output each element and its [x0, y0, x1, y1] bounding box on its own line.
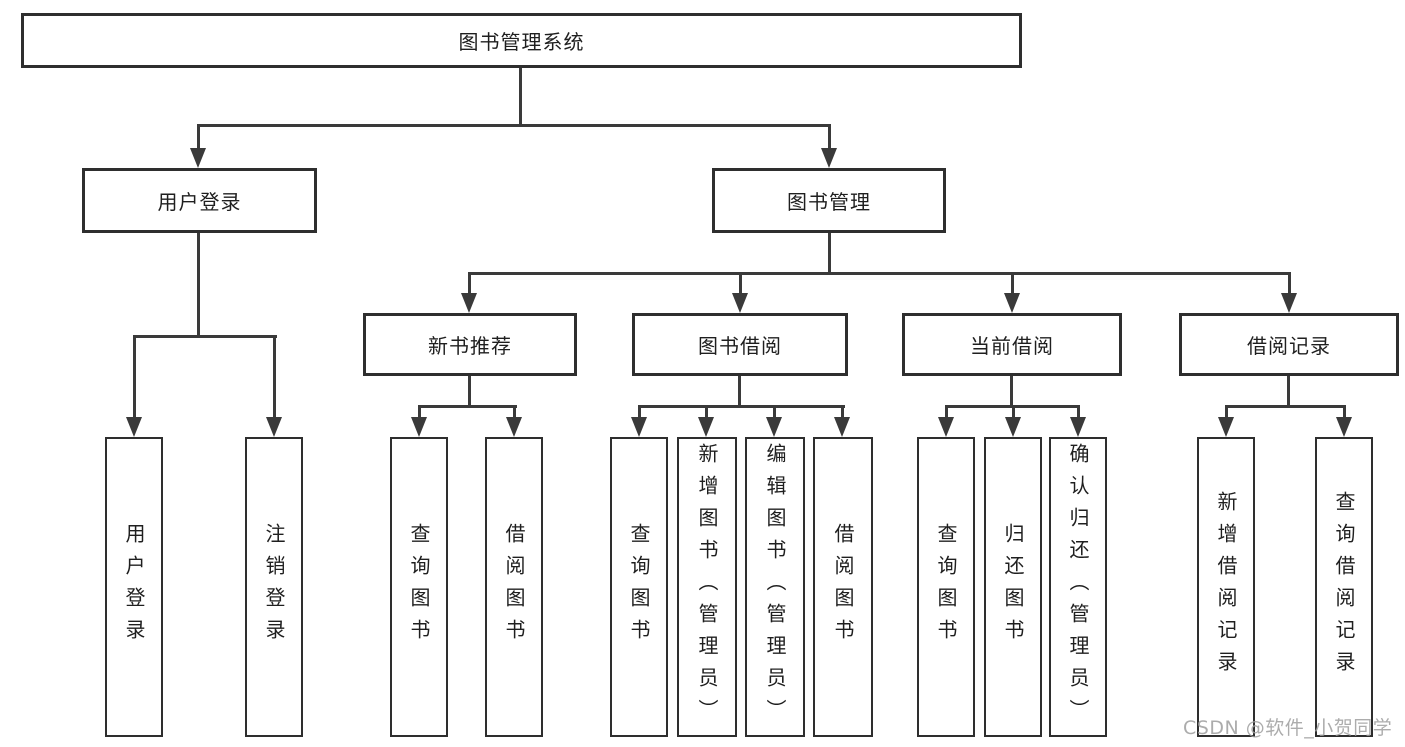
node-borrow-records-label: 借阅记录: [1247, 334, 1331, 358]
leaf-current-confirm-return-admin: 确认归还（管理员）: [1049, 437, 1107, 737]
connector-borrow-hline: [638, 405, 845, 408]
connector-drop-records-query: [1343, 405, 1346, 421]
leaf-borrow-borrow-books-label: 借阅图书: [831, 523, 855, 651]
arrow-down-current-query: [938, 417, 954, 437]
connector-drop-book-borrow: [739, 272, 742, 296]
leaf-current-return-books-label: 归还图书: [1001, 523, 1025, 651]
node-book-borrow-label: 图书借阅: [698, 334, 782, 358]
arrow-down-borrow-edit: [766, 417, 782, 437]
leaf-recommend-borrow-books-label: 借阅图书: [502, 523, 526, 651]
connector-drop-current-query: [945, 405, 948, 421]
leaf-current-return-books: 归还图书: [984, 437, 1042, 737]
arrow-down-book-management: [821, 148, 837, 168]
leaf-current-query-books: 查询图书: [917, 437, 975, 737]
leaf-records-query-record-label: 查询借阅记录: [1332, 491, 1356, 683]
leaf-recommend-borrow-books: 借阅图书: [485, 437, 543, 737]
connector-borrow-stem: [738, 376, 741, 407]
arrow-down-records-query: [1336, 417, 1352, 437]
connector-records-hline: [1225, 405, 1346, 408]
leaf-user-login-label: 用户登录: [122, 523, 146, 651]
arrow-down-new-book-recommend: [461, 293, 477, 313]
connector-level2-hline: [468, 272, 1291, 275]
arrow-down-recommend-borrow: [506, 417, 522, 437]
connector-drop-new-book-recommend: [468, 272, 471, 296]
leaf-borrow-borrow-books: 借阅图书: [813, 437, 873, 737]
connector-drop-leaf-user-login: [133, 335, 136, 419]
connector-drop-user-login: [197, 124, 200, 152]
leaf-borrow-edit-books-admin-label: 编辑图书（管理员）: [763, 443, 787, 731]
leaf-user-login: 用户登录: [105, 437, 163, 737]
arrow-down-user-login: [190, 148, 206, 168]
connector-drop-current-borrow: [1011, 272, 1014, 296]
node-current-borrow: 当前借阅: [902, 313, 1122, 376]
connector-user-group-hline: [133, 335, 277, 338]
node-book-borrow: 图书借阅: [632, 313, 848, 376]
connector-drop-recommend-borrow: [513, 405, 516, 421]
leaf-records-add-record-label: 新增借阅记录: [1214, 491, 1238, 683]
arrow-down-leaf-user-login: [126, 417, 142, 437]
arrow-down-current-borrow: [1004, 293, 1020, 313]
connector-drop-current-confirm: [1077, 405, 1080, 421]
connector-drop-borrow-add: [705, 405, 708, 421]
leaf-recommend-query-books-label: 查询图书: [407, 523, 431, 651]
node-book-management: 图书管理: [712, 168, 946, 233]
connector-drop-borrow-records: [1288, 272, 1291, 296]
arrow-down-recommend-query: [411, 417, 427, 437]
connector-recommend-stem: [468, 376, 471, 407]
leaf-logout: 注销登录: [245, 437, 303, 737]
arrow-down-borrow-add: [698, 417, 714, 437]
arrow-down-current-return: [1005, 417, 1021, 437]
leaf-borrow-query-books: 查询图书: [610, 437, 668, 737]
arrow-down-borrow-query: [631, 417, 647, 437]
connector-drop-borrow-query: [638, 405, 641, 421]
connector-drop-borrow-borrow: [841, 405, 844, 421]
node-borrow-records: 借阅记录: [1179, 313, 1399, 376]
csdn-watermark: CSDN @软件_小贺同学: [1183, 717, 1393, 739]
connector-records-stem: [1287, 376, 1290, 407]
node-current-borrow-label: 当前借阅: [970, 334, 1054, 358]
connector-level1-hline: [197, 124, 831, 127]
leaf-borrow-add-books-admin-label: 新增图书（管理员）: [695, 443, 719, 731]
connector-recommend-hline: [418, 405, 517, 408]
connector-drop-borrow-edit: [773, 405, 776, 421]
leaf-records-query-record: 查询借阅记录: [1315, 437, 1373, 737]
node-user-login-label: 用户登录: [157, 190, 242, 214]
leaf-borrow-query-books-label: 查询图书: [627, 523, 651, 651]
leaf-records-add-record: 新增借阅记录: [1197, 437, 1255, 737]
connector-drop-book-management: [828, 124, 831, 152]
arrow-down-book-borrow: [732, 293, 748, 313]
connector-drop-current-return: [1012, 405, 1015, 421]
arrow-down-borrow-records: [1281, 293, 1297, 313]
connector-root-stem: [519, 68, 522, 127]
connector-drop-records-add: [1225, 405, 1228, 421]
arrow-down-records-add: [1218, 417, 1234, 437]
leaf-current-confirm-return-admin-label: 确认归还（管理员）: [1066, 443, 1090, 731]
leaf-recommend-query-books: 查询图书: [390, 437, 448, 737]
connector-current-stem: [1010, 376, 1013, 407]
node-book-management-label: 图书管理: [787, 190, 871, 214]
connector-drop-recommend-query: [418, 405, 421, 421]
leaf-borrow-add-books-admin: 新增图书（管理员）: [677, 437, 737, 737]
arrow-down-borrow-borrow: [834, 417, 850, 437]
node-root-label: 图书管理系统: [458, 30, 585, 54]
node-root: 图书管理系统: [21, 13, 1022, 68]
arrow-down-leaf-logout: [266, 417, 282, 437]
leaf-current-query-books-label: 查询图书: [934, 523, 958, 651]
connector-drop-leaf-logout: [273, 335, 276, 419]
node-user-login: 用户登录: [82, 168, 317, 233]
node-new-book-recommend-label: 新书推荐: [428, 334, 512, 358]
leaf-borrow-edit-books-admin: 编辑图书（管理员）: [745, 437, 805, 737]
arrow-down-current-confirm: [1070, 417, 1086, 437]
leaf-logout-label: 注销登录: [262, 523, 286, 651]
connector-user-login-stem: [197, 233, 200, 337]
node-new-book-recommend: 新书推荐: [363, 313, 577, 376]
connector-book-management-stem: [828, 233, 831, 274]
